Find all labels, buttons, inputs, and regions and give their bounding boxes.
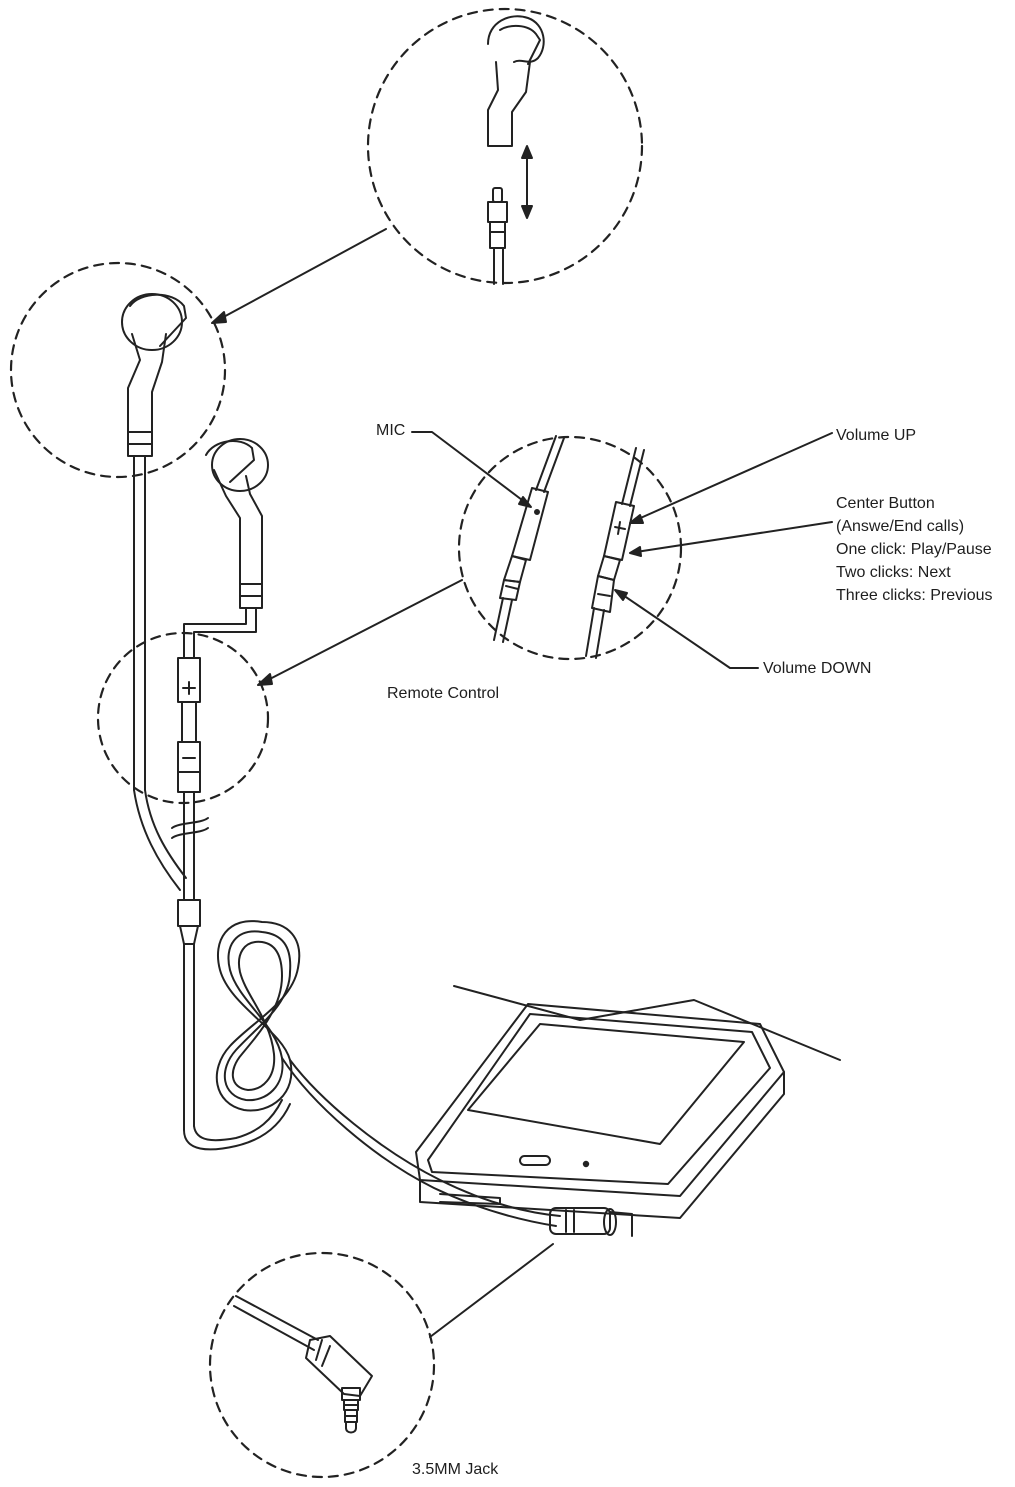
earbud-tip-detail <box>487 15 545 285</box>
center-button-label: Center Button (Answe/End calls) One clic… <box>836 492 993 607</box>
phone <box>415 985 841 1237</box>
detail-circle-remote-zoom <box>457 435 683 661</box>
jack-detail <box>233 1295 373 1434</box>
detail-circle-jack <box>208 1251 436 1479</box>
remote-control-label: Remote Control <box>387 685 500 702</box>
mic-label: MIC <box>376 422 406 439</box>
right-earbud <box>183 438 269 659</box>
remote-control-body <box>171 657 209 901</box>
volume-down-label: Volume DOWN <box>763 660 872 677</box>
detail-circle-left-earbud <box>9 261 227 479</box>
leader-lines <box>211 228 833 1338</box>
center-button-line: Three clicks: Previous <box>836 587 993 604</box>
center-button-line: Center Button <box>836 495 935 512</box>
jack-label: 3.5MM Jack <box>412 1461 499 1478</box>
coiled-cable <box>215 920 561 1227</box>
remote-zoom-detail <box>493 435 645 659</box>
center-button-line: One click: Play/Pause <box>836 541 992 558</box>
detail-circle-earbud-tip <box>366 7 644 285</box>
cable-splitter <box>177 899 291 1151</box>
center-button-line: (Answe/End calls) <box>836 518 965 535</box>
left-earbud <box>121 293 187 891</box>
center-button-line: Two clicks: Next <box>836 564 951 581</box>
volume-up-label: Volume UP <box>836 427 917 444</box>
